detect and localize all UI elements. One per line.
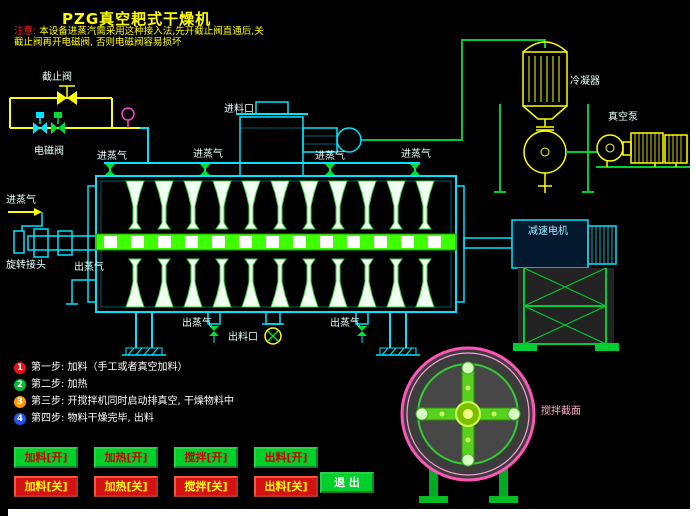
- vessel-legs: [122, 312, 420, 356]
- receiver-vessel: [523, 126, 567, 193]
- discharge-on-button[interactable]: 出料[开]: [254, 447, 318, 468]
- label-stop-valve: 截止阀: [42, 72, 72, 83]
- step-4-badge: 4: [14, 413, 26, 425]
- left-steam-inlet-pipe: [8, 208, 43, 231]
- step-item-4: 4 第四步: 物料干燥完毕, 出料: [14, 413, 274, 425]
- label-steam-in-1: 进蒸气: [97, 151, 127, 162]
- notice-body: 本设备进蒸汽需采用这种接入法,先开截止阀直通后,关截止阀再开电磁阀, 否则电磁阀…: [14, 26, 264, 48]
- motor-fins: [587, 225, 617, 265]
- label-steam-in-left: 进蒸气: [6, 195, 36, 206]
- label-steam-in-2: 进蒸气: [193, 149, 223, 160]
- stop-valve-icon: [57, 85, 77, 105]
- stir-on-button[interactable]: 搅拌[开]: [174, 447, 238, 468]
- step-3-text: 第三步: 开搅拌机同时启动排真空, 干燥物料中: [31, 396, 234, 407]
- label-vacuum-pump: 真空泵: [608, 112, 638, 123]
- label-steam-in-3: 进蒸气: [315, 151, 345, 162]
- steam-supply-piping: [9, 85, 149, 163]
- arm-end-bulbs: [415, 361, 521, 467]
- page-title: PZG真空耙式干燥机: [62, 10, 212, 28]
- arm-mid-dots: [439, 385, 497, 443]
- steam-valve-icon: [105, 164, 420, 175]
- gear-motor-unit: [463, 219, 619, 351]
- label-condenser: 冷凝器: [570, 76, 600, 87]
- label-steam-out-left: 出蒸气: [74, 262, 104, 273]
- steps-list: 1 第一步: 加料（手工或者真空加料） 2 第二步: 加热 3 第三步: 开搅拌…: [14, 362, 274, 430]
- feed-off-button[interactable]: 加料[关]: [14, 476, 78, 497]
- step-2-badge: 2: [14, 379, 26, 391]
- notice-prefix: 注意:: [14, 26, 37, 37]
- solenoid-valve-icon: [33, 112, 65, 134]
- label-steam-out-2: 出蒸气: [330, 318, 360, 329]
- condenser-unit: [494, 41, 594, 193]
- shaft-segments: [104, 236, 441, 248]
- label-steam-out-1: 出蒸气: [182, 318, 212, 329]
- discharge-valve-icon: [262, 311, 284, 345]
- label-steam-in-4: 进蒸气: [401, 149, 431, 160]
- step-item-1: 1 第一步: 加料（手工或者真空加料）: [14, 362, 274, 374]
- pressure-gauge-icon: [121, 107, 135, 128]
- label-rotary-joint: 旋转接头: [6, 260, 46, 271]
- step-3-badge: 3: [14, 396, 26, 408]
- step-2-text: 第二步: 加热: [31, 379, 88, 390]
- feed-on-button[interactable]: 加料[开]: [14, 447, 78, 468]
- step-item-2: 2 第二步: 加热: [14, 379, 274, 391]
- cross-section-view: [400, 346, 536, 503]
- label-solenoid-valve: 电磁阀: [34, 146, 64, 157]
- exit-button[interactable]: 退 出: [320, 472, 374, 493]
- feed-motor: [302, 127, 368, 153]
- window-edge-bottom: [8, 509, 696, 516]
- vacuum-pump-unit: [566, 132, 692, 168]
- condenser-legs: [494, 104, 594, 193]
- motor-stand: [513, 267, 619, 351]
- label-gear-motor: 减速电机: [528, 226, 568, 237]
- shaft-hub-center: [463, 409, 473, 419]
- vacuum-line: [368, 39, 546, 141]
- heat-off-button[interactable]: 加热[关]: [94, 476, 158, 497]
- heat-on-button[interactable]: 加热[开]: [94, 447, 158, 468]
- left-outlet-pipe: [66, 279, 96, 305]
- label-cross-section: 搅拌截面: [541, 406, 581, 417]
- rake-agitator: [95, 180, 457, 308]
- stir-off-button[interactable]: 搅拌[关]: [174, 476, 238, 497]
- notice-text: 注意: 本设备进蒸汽需采用这种接入法,先开截止阀直通后,关截止阀再开电磁阀, 否…: [14, 26, 266, 48]
- steam-header: [104, 162, 420, 177]
- step-4-text: 第四步: 物料干燥完毕, 出料: [31, 413, 154, 424]
- label-discharge-port: 出料口: [228, 332, 258, 343]
- step-item-3: 3 第三步: 开搅拌机同时启动排真空, 干燥物料中: [14, 396, 274, 408]
- label-feed-inlet: 进料口: [224, 104, 254, 115]
- step-1-text: 第一步: 加料（手工或者真空加料）: [31, 362, 188, 373]
- feed-assembly: [236, 101, 368, 177]
- bottom-nozzles: [66, 279, 369, 345]
- discharge-off-button[interactable]: 出料[关]: [254, 476, 318, 497]
- step-1-badge: 1: [14, 362, 26, 374]
- window-edge-corner: [0, 509, 8, 516]
- window-edge-right: [690, 0, 696, 516]
- rotary-joint-shaft: [13, 228, 97, 258]
